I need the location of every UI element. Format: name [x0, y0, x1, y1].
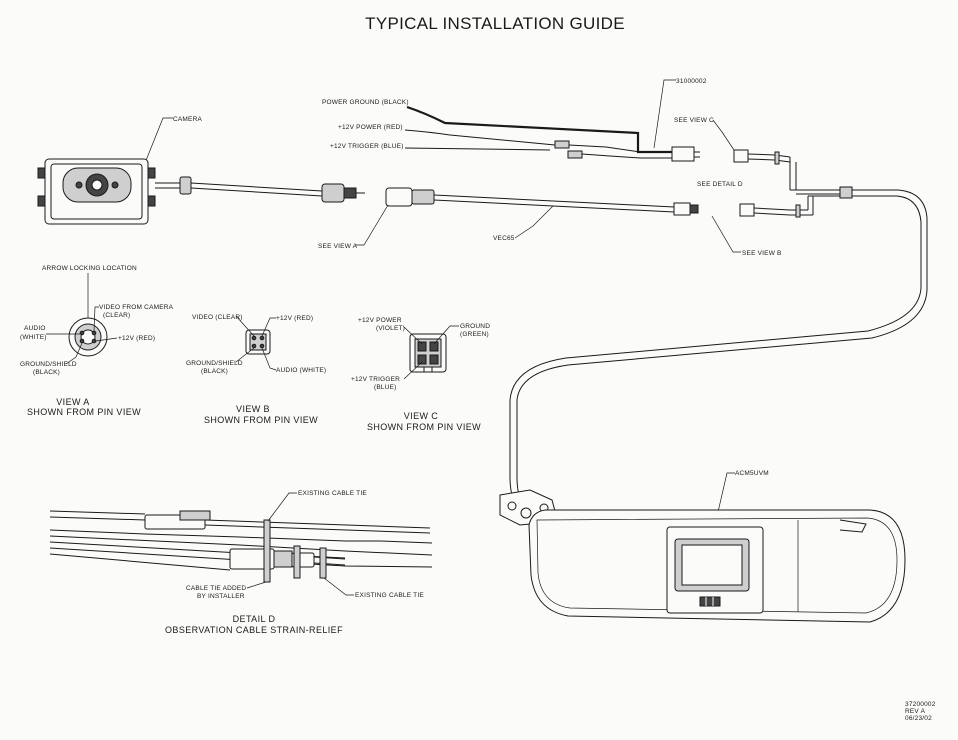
view-c-caption-2: SHOWN FROM PIN VIEW [367, 422, 481, 432]
harness-connector [671, 146, 695, 162]
power-harness: 31000002 POWER GROUND (BLACK) +12V POWER… [322, 78, 707, 162]
detail-d-added-tie-label-1: CABLE TIE ADDED [186, 585, 246, 592]
view-a: ARROW LOCKING LOCATION VIDEO FROM CAMERA… [20, 265, 174, 417]
view-c-trigger-label-2: (BLUE) [374, 384, 397, 391]
doc-revision: REV A [905, 708, 926, 715]
view-c-power-label-2: (VIOLET) [376, 325, 405, 332]
view-b-caption-2: SHOWN FROM PIN VIEW [204, 415, 318, 425]
visor-monitor: ACM5UVM [499, 470, 906, 623]
visor-cable-run: SEE VIEW C SEE DETAIL D [509, 117, 928, 506]
view-b-ground-label-2: (BLACK) [201, 368, 228, 375]
cable-tie-existing-bottom [319, 547, 327, 579]
detail-d: EXISTING CABLE TIE CABLE TIE ADDED BY IN… [49, 490, 433, 635]
doc-number: 37200002 [905, 701, 936, 708]
view-a-ground-label-2: (BLACK) [33, 369, 60, 376]
view-a-arrow-label: ARROW LOCKING LOCATION [42, 265, 137, 272]
view-c-ground-label-1: GROUND [460, 323, 490, 330]
detail-d-existing-tie-top-label: EXISTING CABLE TIE [298, 490, 367, 497]
see-view-a-label: SEE VIEW A [318, 243, 358, 250]
view-c-connector [733, 149, 749, 163]
inline-fuse-1 [554, 140, 570, 149]
detail-d-existing-tie-bottom-label: EXISTING CABLE TIE [355, 592, 424, 599]
view-a-video-label-1: VIDEO FROM CAMERA [99, 304, 174, 311]
inline-fuse-2 [567, 150, 583, 159]
harness-part-number: 31000002 [676, 78, 707, 85]
detail-d-caption-1: DETAIL D [233, 614, 276, 624]
camera-connector [321, 183, 345, 203]
view-b-caption-1: VIEW B [236, 404, 270, 414]
visor-model-label: ACM5UVM [735, 470, 769, 477]
view-c-ground-label-2: (GREEN) [460, 331, 489, 338]
view-c-power-label-1: +12V POWER [358, 317, 402, 324]
trigger-12v-label: +12V TRIGGER (BLUE) [330, 143, 404, 150]
view-b-ground-label-1: GROUND/SHIELD [186, 360, 243, 367]
power-ground-label: POWER GROUND (BLACK) [322, 99, 409, 106]
view-b-audio-label: AUDIO (WHITE) [276, 367, 326, 374]
monitor-controls [699, 596, 721, 607]
view-c-trigger-label-1: +12V TRIGGER [351, 376, 400, 383]
see-view-c-label: SEE VIEW C [674, 117, 714, 124]
camera-assembly: CAMERA [37, 116, 365, 225]
view-a-audio-label-1: AUDIO [24, 325, 46, 332]
document-info: 37200002 REV A 06/23/02 [905, 701, 936, 722]
power-12v-label: +12V POWER (RED) [338, 124, 403, 131]
diagram-title: TYPICAL INSTALLATION GUIDE [365, 14, 625, 33]
view-b-connector [739, 203, 755, 217]
view-b: VIDEO (CLEAR) +12V (RED) GROUND/SHIELD (… [186, 314, 326, 425]
view-b-video-label: VIDEO (CLEAR) [192, 314, 243, 321]
vec65-label: VEC65 [493, 235, 515, 242]
grommet [179, 176, 192, 195]
vec65-connector [385, 187, 413, 207]
cable-tie-existing-top [263, 519, 271, 583]
view-a-ground-label-1: GROUND/SHIELD [20, 361, 77, 368]
monitor-screen [681, 544, 743, 586]
view-a-video-label-2: (CLEAR) [103, 312, 130, 319]
view-c: +12V POWER (VIOLET) GROUND (GREEN) +12V … [351, 317, 490, 432]
detail-d-caption-2: OBSERVATION CABLE STRAIN-RELIEF [165, 625, 343, 635]
see-view-b-label: SEE VIEW B [742, 250, 782, 257]
vec65-cable: SEE VIEW A VEC65 SEE VIEW B [318, 187, 782, 257]
view-a-audio-label-2: (WHITE) [20, 334, 47, 341]
view-a-power-label: +12V (RED) [118, 335, 155, 342]
view-b-power-label: +12V (RED) [276, 315, 313, 322]
see-detail-d-label: SEE DETAIL D [697, 181, 743, 188]
view-c-caption-1: VIEW C [404, 411, 439, 421]
doc-date: 06/23/02 [905, 715, 932, 722]
vec65-end-connector [673, 202, 691, 216]
detail-d-added-tie-label-2: BY INSTALLER [197, 593, 245, 600]
cable-tie-added [293, 545, 301, 579]
camera-label: CAMERA [173, 116, 202, 123]
view-a-caption-2: SHOWN FROM PIN VIEW [27, 407, 141, 417]
view-a-caption-1: VIEW A [56, 397, 89, 407]
